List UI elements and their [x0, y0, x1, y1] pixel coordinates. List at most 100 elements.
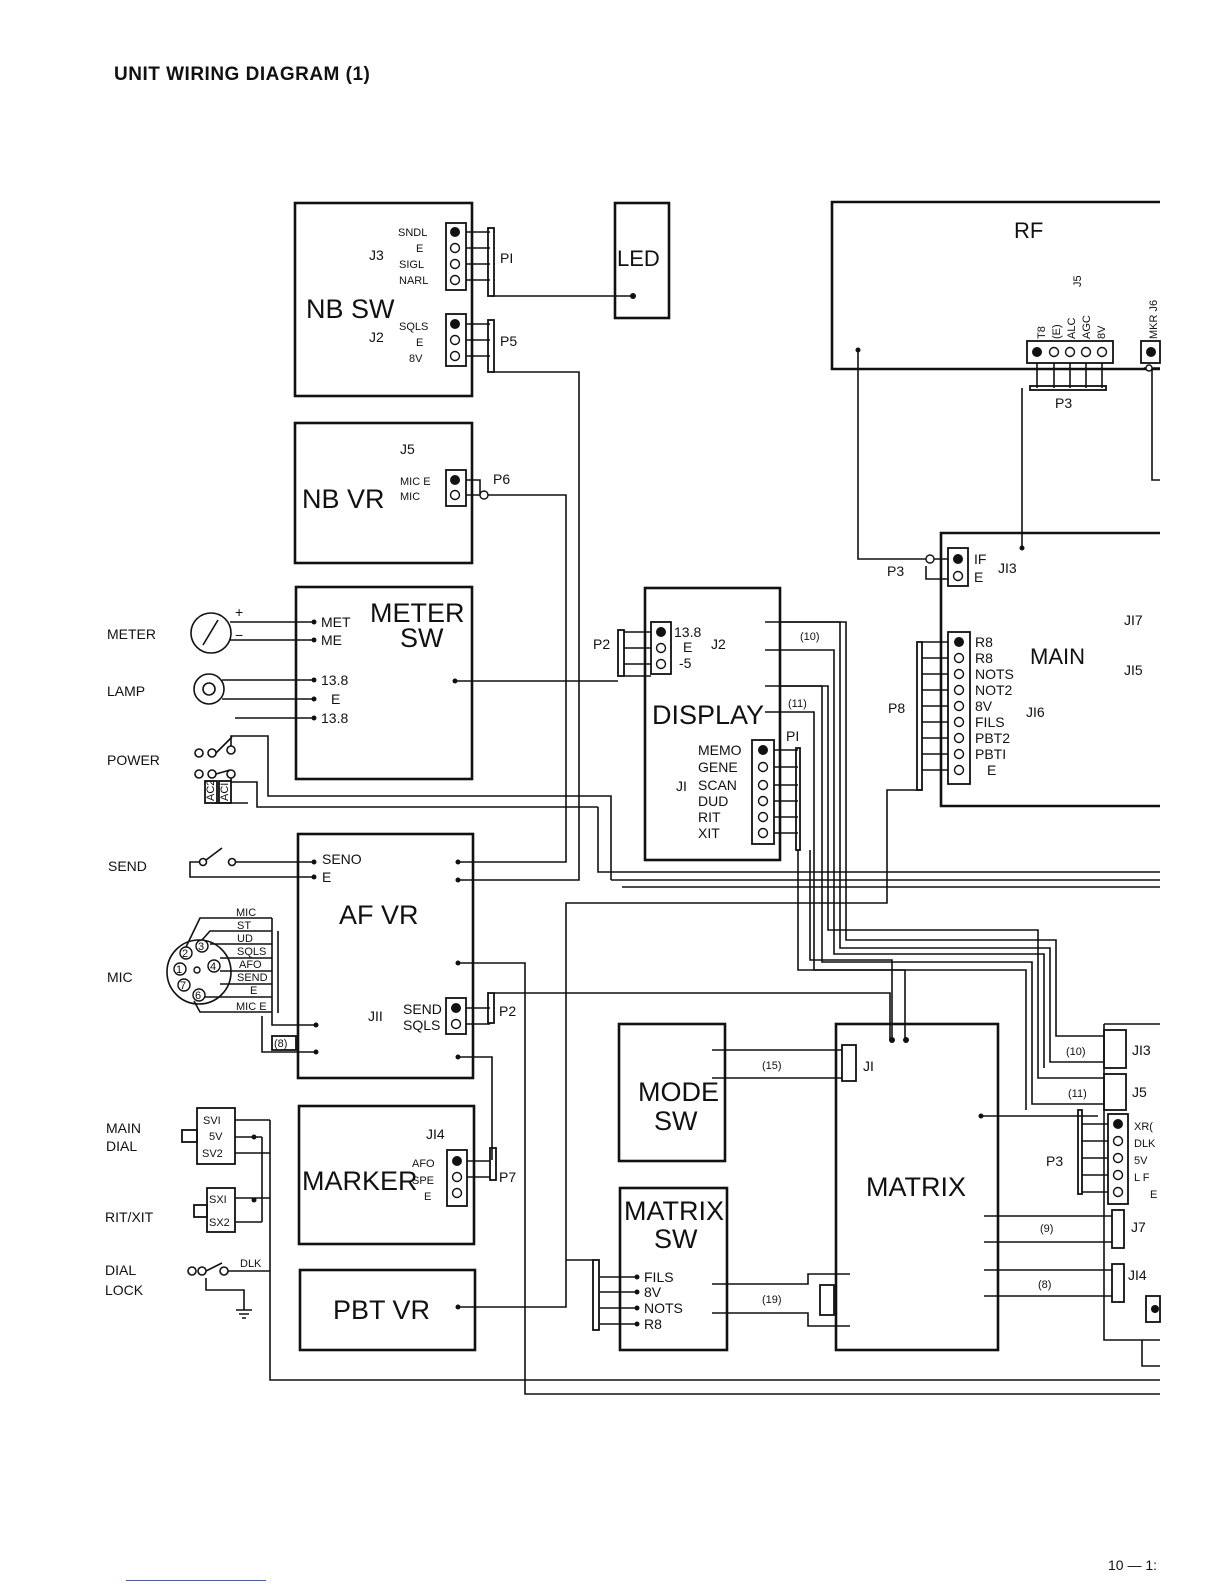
af-vr-j11-label: JII — [368, 1008, 383, 1024]
display-pin-memo: MEMO — [698, 742, 742, 758]
af-vr-board: SEND AF VR SENO E JII SEND SQLS P2 — [108, 832, 1160, 1395]
nb-sw-p5-label: P5 — [500, 333, 517, 349]
main-p8-pin-fils: FILS — [975, 714, 1005, 730]
main-dial-5v: 5V — [209, 1131, 223, 1143]
side-label-main-dial-1: MAIN — [106, 1120, 141, 1136]
display-j2-pin-138: 13.8 — [674, 624, 701, 640]
nb-sw-pin-sndl: SNDL — [398, 227, 427, 239]
main-board: MAIN P3 IF E JI3 JI7 JI5 JI6 P8 R8 R8 NO… — [597, 531, 1160, 888]
rf-p3-label: P3 — [1055, 395, 1072, 411]
marker-pin-spe: SPE — [412, 1175, 434, 1187]
matrix-sw-cable-19: (19) — [762, 1294, 782, 1306]
display-cable-11: (11) — [788, 698, 807, 710]
marker-p7-label: P7 — [499, 1169, 516, 1185]
mic-wire-send: SEND — [237, 972, 268, 984]
nb-sw-pin-e2: E — [416, 337, 423, 349]
main-dial-sv2: SV2 — [202, 1148, 223, 1160]
right-edge-connectors: (10) JI3 (11) J5 P3 XR( DLK 5V L F E J7 … — [1046, 1023, 1161, 1367]
mic-wire-ud: UD — [237, 933, 253, 945]
af-vr-pin-e: E — [322, 869, 331, 885]
nb-vr-p6-label: P6 — [493, 471, 510, 487]
nb-sw-pin-narl: NARL — [399, 275, 428, 287]
matrix-label: MATRIX — [866, 1172, 966, 1202]
led-board: LED — [613, 201, 671, 320]
display-j2-pin-e: E — [683, 639, 692, 655]
matrix-cable-8: (8) — [1038, 1279, 1051, 1291]
rf-j5-pin-e: (E) — [1051, 324, 1063, 339]
rit-sx2: SX2 — [209, 1217, 230, 1229]
display-label: DISPLAY — [652, 700, 764, 730]
mic-wire-st: ST — [237, 920, 251, 932]
side-label-rit-xit: RIT/XIT — [105, 1209, 154, 1225]
matrix-board: MATRIX JI (9) (8) — [834, 1022, 1112, 1352]
matrix-sw-pin-nots: NOTS — [644, 1300, 683, 1316]
dial-lock-switch-icon — [187, 1262, 270, 1319]
nb-vr-board: NB VR J5 MIC E MIC P6 — [293, 421, 567, 863]
main-p8-pin-not2: NOT2 — [975, 682, 1013, 698]
right-p3-label: P3 — [1046, 1153, 1063, 1169]
matrix-sw-board: MATRIX SW FILS 8V NOTS R8 (19) — [566, 1186, 850, 1352]
dial-lock-dlk: DLK — [240, 1258, 262, 1270]
side-label-dial-lock-2: LOCK — [105, 1282, 144, 1298]
mode-sw-board: MODE SW (15) — [617, 1022, 842, 1163]
power-ac2: AC2 — [205, 780, 217, 801]
main-p8-pin-8v: 8V — [975, 698, 993, 714]
pbt-vr-board: PBT VR — [298, 789, 922, 1352]
marker-pin-afo: AFO — [412, 1158, 435, 1170]
main-p8-pin-r8b: R8 — [975, 650, 993, 666]
nb-vr-pin-mice: MIC E — [400, 476, 431, 488]
right-j5-label: J5 — [1132, 1084, 1147, 1100]
mic-pin-2: 2 — [182, 948, 188, 960]
footer-rule — [126, 1580, 266, 1581]
mode-sw-cable-15: (15) — [762, 1060, 782, 1072]
rf-j5-pin-t8: T8 — [1036, 326, 1048, 339]
nb-sw-pin-e1: E — [416, 243, 423, 255]
main-pin-e: E — [974, 569, 983, 585]
display-pin-scan: SCAN — [698, 777, 737, 793]
af-vr-pin-seno: SENO — [322, 851, 362, 867]
nb-vr-label: NB VR — [302, 484, 385, 514]
matrix-sw-pin-r8: R8 — [644, 1316, 662, 1332]
power-ac1: ACI — [219, 783, 231, 801]
rf-j5-label: J5 — [1072, 275, 1084, 287]
display-pin-xit: XIT — [698, 825, 720, 841]
svg-text:−: − — [235, 627, 243, 643]
lamp-icon — [193, 673, 225, 705]
main-j13-label: JI3 — [998, 560, 1017, 576]
right-cable-11: (11) — [1068, 1088, 1087, 1100]
main-p8-pin-e: E — [987, 762, 996, 778]
mic-wire-mice: MIC E — [236, 1001, 267, 1013]
side-label-dial-lock-1: DIAL — [105, 1262, 136, 1278]
af-vr-label: AF VR — [339, 900, 419, 930]
rf-j5-pin-agc: AGC — [1081, 315, 1093, 339]
side-label-meter: METER — [107, 626, 156, 642]
matrix-j1-label: JI — [863, 1058, 874, 1074]
page-title: UNIT WIRING DIAGRAM (1) — [114, 64, 371, 85]
right-p3-pin-lf: L F — [1134, 1172, 1150, 1184]
meter-pin-138b: 13.8 — [321, 710, 348, 726]
mic-pin-4: 4 — [210, 961, 216, 973]
right-p3-pin-xr: XR( — [1134, 1121, 1153, 1133]
mic-pin-7: 7 — [180, 980, 186, 992]
display-board: DISPLAY P2 13.8 E -5 J2 MEMO GENE SCAN D… — [593, 586, 1104, 1110]
svg-text:+: + — [235, 604, 243, 620]
send-switch-icon — [189, 847, 314, 878]
right-j13-label: JI3 — [1132, 1042, 1151, 1058]
matrix-sw-pin-fils: FILS — [644, 1269, 674, 1285]
marker-pin-e: E — [424, 1191, 431, 1203]
display-pin-dud: DUD — [698, 793, 728, 809]
meter-gauge-icon — [190, 612, 232, 654]
side-label-mic: MIC — [107, 969, 133, 985]
main-p8-pin-pbt2: PBT2 — [975, 730, 1010, 746]
meter-sw-label-1: METER — [370, 598, 465, 628]
main-p8-pin-pbt1: PBTI — [975, 746, 1006, 762]
mode-sw-label-1: MODE — [638, 1077, 719, 1107]
mic-pin-3: 3 — [198, 941, 204, 953]
mic-pin-1: 1 — [176, 964, 182, 976]
right-p3-pin-5v: 5V — [1134, 1155, 1148, 1167]
main-p8-pin-r8a: R8 — [975, 634, 993, 650]
nb-sw-pin-sigl: SIGL — [399, 259, 424, 271]
af-vr-pin-sqls: SQLS — [403, 1017, 440, 1033]
display-j2-label: J2 — [711, 636, 726, 652]
meter-pin-138a: 13.8 — [321, 672, 348, 688]
